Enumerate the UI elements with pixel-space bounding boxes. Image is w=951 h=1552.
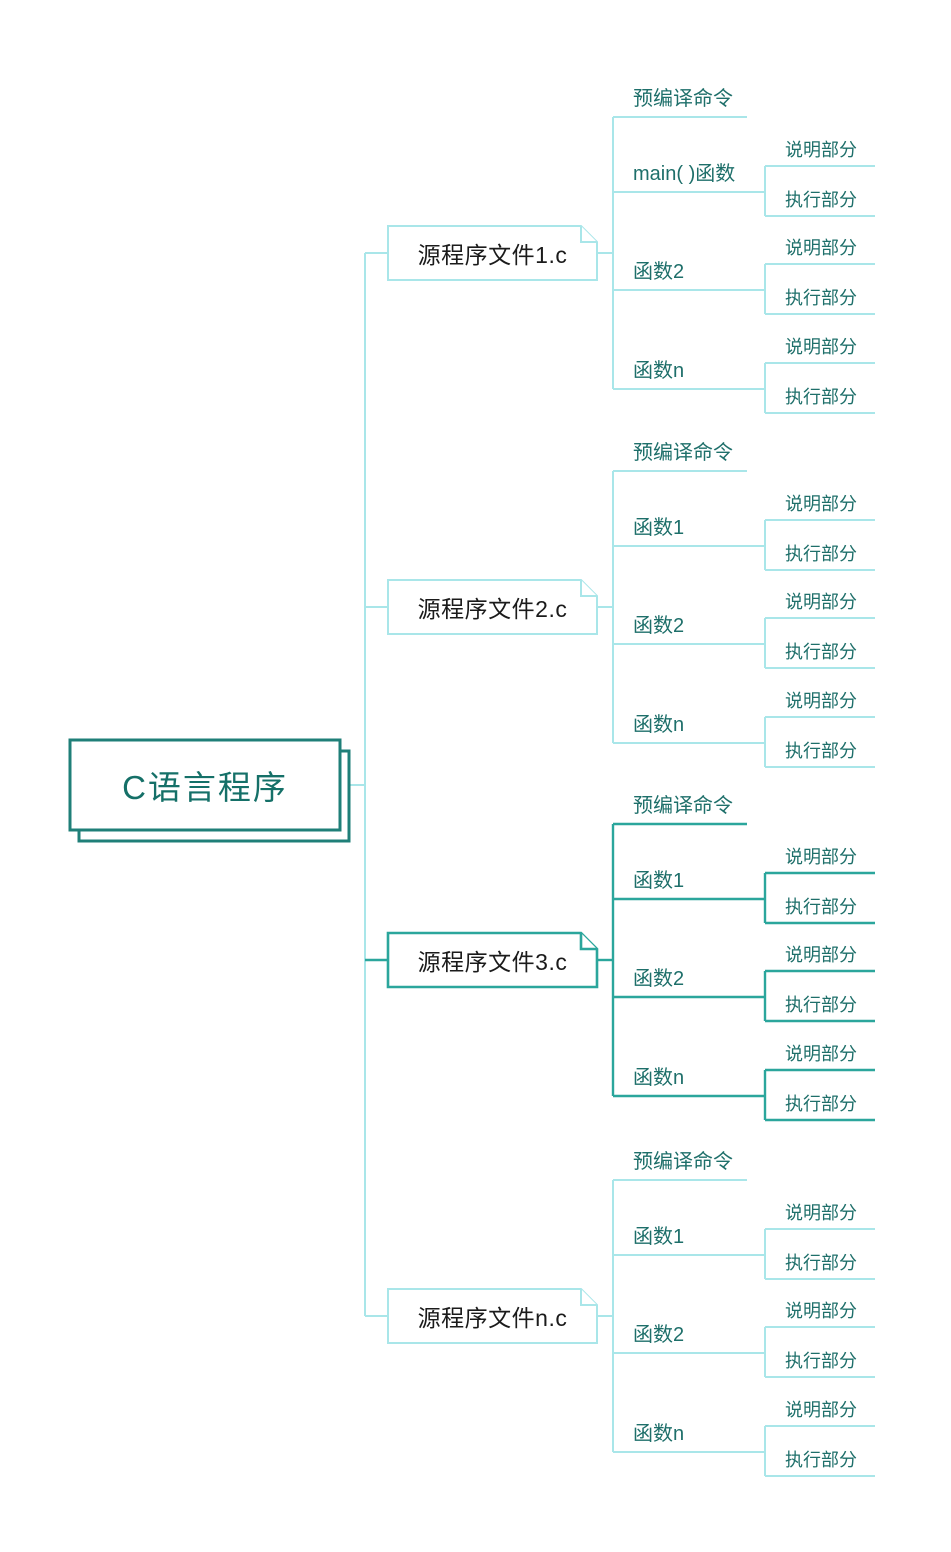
part-topic[interactable]: 说明部分 xyxy=(785,1203,857,1223)
file-box xyxy=(387,579,598,635)
file-box-fold xyxy=(580,226,597,243)
file-box xyxy=(387,1288,598,1344)
part-topic[interactable]: 执行部分 xyxy=(785,190,857,210)
precompile-topic[interactable]: 预编译命令 xyxy=(633,795,733,817)
part-topic[interactable]: 执行部分 xyxy=(785,544,857,564)
precompile-topic[interactable]: 预编译命令 xyxy=(633,88,733,110)
file-box xyxy=(387,225,598,281)
part-topic[interactable]: 执行部分 xyxy=(785,1351,857,1371)
part-topic[interactable]: 执行部分 xyxy=(785,897,857,917)
part-topic[interactable]: 执行部分 xyxy=(785,642,857,662)
part-topic[interactable]: 执行部分 xyxy=(785,741,857,761)
part-topic[interactable]: 说明部分 xyxy=(785,1301,857,1321)
part-topic[interactable]: 执行部分 xyxy=(785,387,857,407)
part-topic[interactable]: 执行部分 xyxy=(785,288,857,308)
file-topic[interactable]: 源程序文件1.c xyxy=(417,242,568,268)
file-box-fold xyxy=(580,580,597,597)
part-topic[interactable]: 执行部分 xyxy=(785,1450,857,1470)
root-box xyxy=(68,738,342,832)
part-topic[interactable]: 执行部分 xyxy=(785,1094,857,1114)
part-topic[interactable]: 说明部分 xyxy=(785,1400,857,1420)
precompile-topic[interactable]: 预编译命令 xyxy=(633,442,733,464)
function-topic[interactable]: 函数n xyxy=(633,714,685,736)
function-topic[interactable]: 函数2 xyxy=(633,261,685,283)
file-topic[interactable]: 源程序文件3.c xyxy=(417,949,568,975)
part-topic[interactable]: 说明部分 xyxy=(785,847,857,867)
function-topic[interactable]: main( )函数 xyxy=(633,163,736,185)
part-topic[interactable]: 执行部分 xyxy=(785,995,857,1015)
part-topic[interactable]: 执行部分 xyxy=(785,1253,857,1273)
file-topic[interactable]: 源程序文件n.c xyxy=(417,1305,568,1331)
function-topic[interactable]: 函数n xyxy=(633,360,685,382)
function-topic[interactable]: 函数2 xyxy=(633,615,685,637)
function-topic[interactable]: 函数1 xyxy=(633,1226,685,1248)
part-topic[interactable]: 说明部分 xyxy=(785,945,857,965)
function-topic[interactable]: 函数1 xyxy=(633,870,685,892)
root-topic[interactable]: C语言程序 xyxy=(122,769,288,806)
part-topic[interactable]: 说明部分 xyxy=(785,494,857,514)
part-topic[interactable]: 说明部分 xyxy=(785,140,857,160)
part-topic[interactable]: 说明部分 xyxy=(785,337,857,357)
file-box-fold xyxy=(579,933,597,951)
file-box xyxy=(386,931,599,989)
function-topic[interactable]: 函数2 xyxy=(633,968,685,990)
part-topic[interactable]: 说明部分 xyxy=(785,592,857,612)
part-topic[interactable]: 说明部分 xyxy=(785,691,857,711)
part-topic[interactable]: 说明部分 xyxy=(785,238,857,258)
function-topic[interactable]: 函数n xyxy=(633,1423,685,1445)
function-topic[interactable]: 函数n xyxy=(633,1067,685,1089)
function-topic[interactable]: 函数2 xyxy=(633,1324,685,1346)
file-topic[interactable]: 源程序文件2.c xyxy=(417,596,568,622)
function-topic[interactable]: 函数1 xyxy=(633,517,685,539)
precompile-topic[interactable]: 预编译命令 xyxy=(633,1151,733,1173)
part-topic[interactable]: 说明部分 xyxy=(785,1044,857,1064)
file-box-fold xyxy=(580,1289,597,1306)
